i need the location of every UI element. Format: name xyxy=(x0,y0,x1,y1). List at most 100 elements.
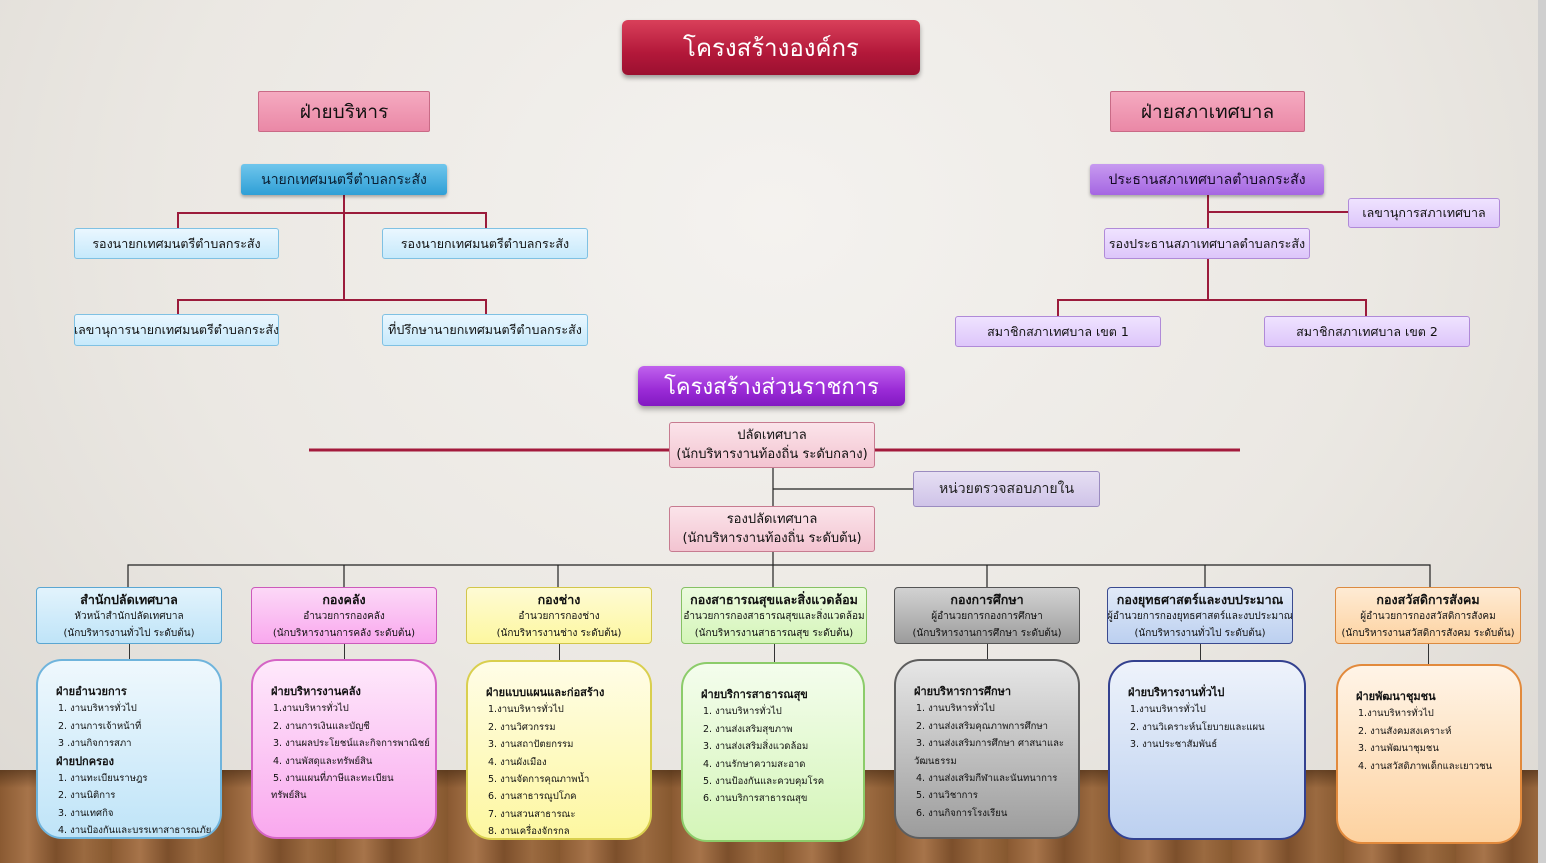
section-item: 1.งานบริหารทั่วไป xyxy=(488,704,564,716)
department-head-title: ผู้อำนวยการกองยุทธศาสตร์และงบประมาณ xyxy=(1107,611,1293,622)
department-list-connector xyxy=(344,644,345,659)
section-title: ฝ่ายอำนวยการ xyxy=(56,685,127,698)
section-item: 4. งานพัสดุและทรัพย์สิน xyxy=(273,755,373,767)
section-item: 8. งานเครื่องจักรกล xyxy=(488,826,570,838)
department-header-4: กองสาธารณสุขและสิ่งแวดล้อมอำนวยการกองสาธ… xyxy=(681,587,867,644)
department-header-5: กองการศึกษาผู้อำนวยการกองการศึกษา (นักบริ… xyxy=(894,587,1080,644)
department-head-title: หัวหน้าสำนักปลัดเทศบาล xyxy=(74,611,184,622)
department-header-3: กองช่างอำนวยการกองช่าง(นักบริหารงานช่าง … xyxy=(466,587,652,644)
section-title: ฝ่ายบริหารงานทั่วไป xyxy=(1128,686,1225,699)
section-item: 3. งานผลประโยชน์และกิจการพาณิชย์ xyxy=(273,738,430,750)
department-header-7: กองสวัสดิการสังคมผู้อำนวยการกองสวัสดิการ… xyxy=(1335,587,1521,644)
department-name: กองสวัสดิการสังคม xyxy=(1376,592,1480,607)
department-list-connector xyxy=(559,644,560,660)
section-item: 2. งานส่งเสริมสุขภาพ xyxy=(703,723,793,735)
municipal-clerk-box: ปลัดเทศบาล (นักบริหารงานท้องถิ่น ระดับกล… xyxy=(669,422,875,468)
section-title: ฝ่ายปกครอง xyxy=(56,754,114,768)
connector-deputies xyxy=(177,212,487,228)
section-title: ฝ่ายแบบแผนและก่อสร้าง xyxy=(486,686,605,699)
section-item: 2. งานการเงินและบัญชี xyxy=(273,720,370,732)
section-item: 5. งานจัดการคุณภาพน้ำ xyxy=(488,774,590,786)
section-item: 1. งานบริหารทั่วไป xyxy=(916,703,995,715)
section-item: 4. งานส่งเสริมกีฬาและนันทนาการ xyxy=(916,773,1058,785)
mayor-box: นายกเทศมนตรีตำบลกระสัง xyxy=(241,164,447,195)
section-item: 2. งานวิเคราะห์นโยบายและแผน xyxy=(1130,721,1265,733)
section-item: 2. งานวิศวกรรม xyxy=(488,721,556,733)
department-head-level: (นักบริหารงานทั่วไป ระดับต้น) xyxy=(63,628,195,639)
section-item: 3. งานส่งเสริมการศึกษา ศาสนาและ xyxy=(916,738,1065,750)
section-item: 5. งานวิชาการ xyxy=(916,790,978,802)
department-units-1: ฝ่ายอำนวยการ 1. งานบริหารทั่วไป 2. งานการเ… xyxy=(36,659,222,839)
section-item: 4. งานสวัสดิภาพเด็กและเยาวชน xyxy=(1358,760,1493,772)
section-item: 1. งานบริหารทั่วไป xyxy=(58,703,137,715)
department-name: กองการศึกษา xyxy=(950,592,1024,607)
section-title: ฝ่ายบริหารการศึกษา xyxy=(914,685,1012,698)
section-item: ทรัพย์สิน xyxy=(271,790,307,802)
section-item: 3. งานเทศกิจ xyxy=(58,807,114,819)
council-member-2-box: สมาชิกสภาเทศบาล เขต 2 xyxy=(1264,316,1470,347)
council-vice-president-box: รองประธานสภาเทศบาลตำบลกระสัง xyxy=(1104,228,1310,259)
department-head-title: อำนวยการกองคลัง xyxy=(303,611,385,622)
section-item: 3. งานประชาสัมพันธ์ xyxy=(1130,739,1218,751)
department-list-connector xyxy=(1428,644,1429,664)
section-item: 1. งานทะเบียนราษฎร xyxy=(58,773,148,785)
mayor-secretary-box: เลขานุการนายกเทศมนตรีตำบลกระสัง xyxy=(74,314,279,346)
department-list-connector xyxy=(987,644,988,659)
deputy-clerk-box: รองปลัดเทศบาล (นักบริหารงานท้องถิ่น ระดั… xyxy=(669,506,875,552)
department-header-6: กองยุทธศาสตร์และงบประมาณผู้อำนวยการกองยุ… xyxy=(1107,587,1293,644)
department-head-level: (นักบริหารงานการคลัง ระดับต้น) xyxy=(272,628,416,639)
deputy-clerk-name: รองปลัดเทศบาล xyxy=(726,512,818,527)
council-secretary-box: เลขานุการสภาเทศบาล xyxy=(1348,198,1500,228)
department-list-connector xyxy=(1200,644,1201,660)
admin-structure-title: โครงสร้างส่วนราชการ xyxy=(638,366,905,406)
department-head-title: ผู้อำนวยการกองสวัสดิการสังคม xyxy=(1360,611,1496,622)
department-units-6: ฝ่ายบริหารงานทั่วไป 1.งานบริหารทั่วไป 2. ง… xyxy=(1108,660,1306,840)
department-head-title: อำนวยการกองสาธารณสุขและสิ่งแวดล้อม xyxy=(683,611,865,622)
section-item: วัฒนธรรม xyxy=(914,755,957,767)
department-name: กองคลัง xyxy=(322,592,366,607)
department-list-connector xyxy=(129,644,130,659)
section-item: 7. งานสวนสาธารณะ xyxy=(488,808,576,820)
department-name: กองยุทธศาสตร์และงบประมาณ xyxy=(1116,592,1284,607)
section-item: 6. งานสาธารณูปโภค xyxy=(488,791,577,803)
section-item: 5. งานแผนที่ภาษีและทะเบียน xyxy=(273,773,394,785)
section-title: ฝ่ายบริหารงานคลัง xyxy=(271,685,361,698)
section-item: 6. งานกิจการโรงเรียน xyxy=(916,807,1008,819)
section-item: 1. งานบริหารทั่วไป xyxy=(703,706,782,718)
section-title: ฝ่ายพัฒนาชุมชน xyxy=(1356,690,1436,703)
connector-secretary-advisor xyxy=(177,299,487,314)
department-head-level: (นักบริหารงานสาธารณสุข ระดับต้น) xyxy=(694,628,854,639)
department-head-level: (นักบริหารงานการศึกษา ระดับต้น) xyxy=(912,628,1062,639)
internal-audit-box: หน่วยตรวจสอบภายใน xyxy=(913,471,1100,507)
section-item: 3. งานสถาปัตยกรรม xyxy=(488,739,574,751)
section-item: 2. งานการเจ้าหน้าที่ xyxy=(58,720,142,732)
deputy-mayor-1-box: รองนายกเทศมนตรีตำบลกระสัง xyxy=(74,228,279,259)
department-units-2: ฝ่ายบริหารงานคลัง 1.งานบริหารทั่วไป 2. งาน… xyxy=(251,659,437,839)
department-name: สำนักปลัดเทศบาล xyxy=(80,592,178,607)
council-president-box: ประธานสภาเทศบาลตำบลกระสัง xyxy=(1090,164,1324,195)
section-item: 1.งานบริหารทั่วไป xyxy=(273,703,349,715)
section-item: 3 .งานกิจการสภา xyxy=(58,738,132,750)
section-item: 3. งานส่งเสริมสิ่งแวดล้อม xyxy=(703,741,809,753)
section-title: ฝ่ายบริการสาธารณสุข xyxy=(701,688,808,701)
department-header-2: กองคลังอำนวยการกองคลัง (นักบริหารงานการคล… xyxy=(251,587,437,644)
section-item: 6. งานบริการสาธารณสุข xyxy=(703,793,808,805)
municipal-clerk-name: ปลัดเทศบาล xyxy=(737,428,807,443)
connector-members xyxy=(1057,299,1367,316)
section-item: 2. งานสังคมสงเคราะห์ xyxy=(1358,725,1452,737)
department-name: กองสาธารณสุขและสิ่งแวดล้อม xyxy=(690,592,858,607)
section-item: 2. งานนิติการ xyxy=(58,790,116,802)
section-item: 1.งานบริหารทั่วไป xyxy=(1130,704,1206,716)
section-item: 2. งานส่งเสริมคุณภาพการศึกษา xyxy=(916,720,1048,732)
department-head-level: (นักบริหารงานทั่วไป ระดับต้น) xyxy=(1134,628,1266,639)
section-item: 1.งานบริหารทั่วไป xyxy=(1358,708,1434,720)
department-units-5: ฝ่ายบริหารการศึกษา 1. งานบริหารทั่วไป 2. ง… xyxy=(894,659,1080,839)
department-header-1: สำนักปลัดเทศบาลหัวหน้าสำนักปลัดเทศบาล (นั… xyxy=(36,587,222,644)
department-head-level: (นักบริหารงานช่าง ระดับต้น) xyxy=(496,628,622,639)
department-units-3: ฝ่ายแบบแผนและก่อสร้าง 1.งานบริหารทั่วไป 2.… xyxy=(466,660,652,840)
section-item: 5. งานป้องกันและควบคุมโรค xyxy=(703,776,825,788)
department-head-title: ผู้อำนวยการกองการศึกษา xyxy=(931,611,1043,622)
section-item: 4. งานป้องกันและบรรเทาสาธารณภัย xyxy=(58,825,212,837)
executive-heading: ฝ่ายบริหาร xyxy=(258,91,430,132)
department-head-level: (นักบริหารงานสวัสดิการสังคม ระดับต้น) xyxy=(1341,628,1515,639)
